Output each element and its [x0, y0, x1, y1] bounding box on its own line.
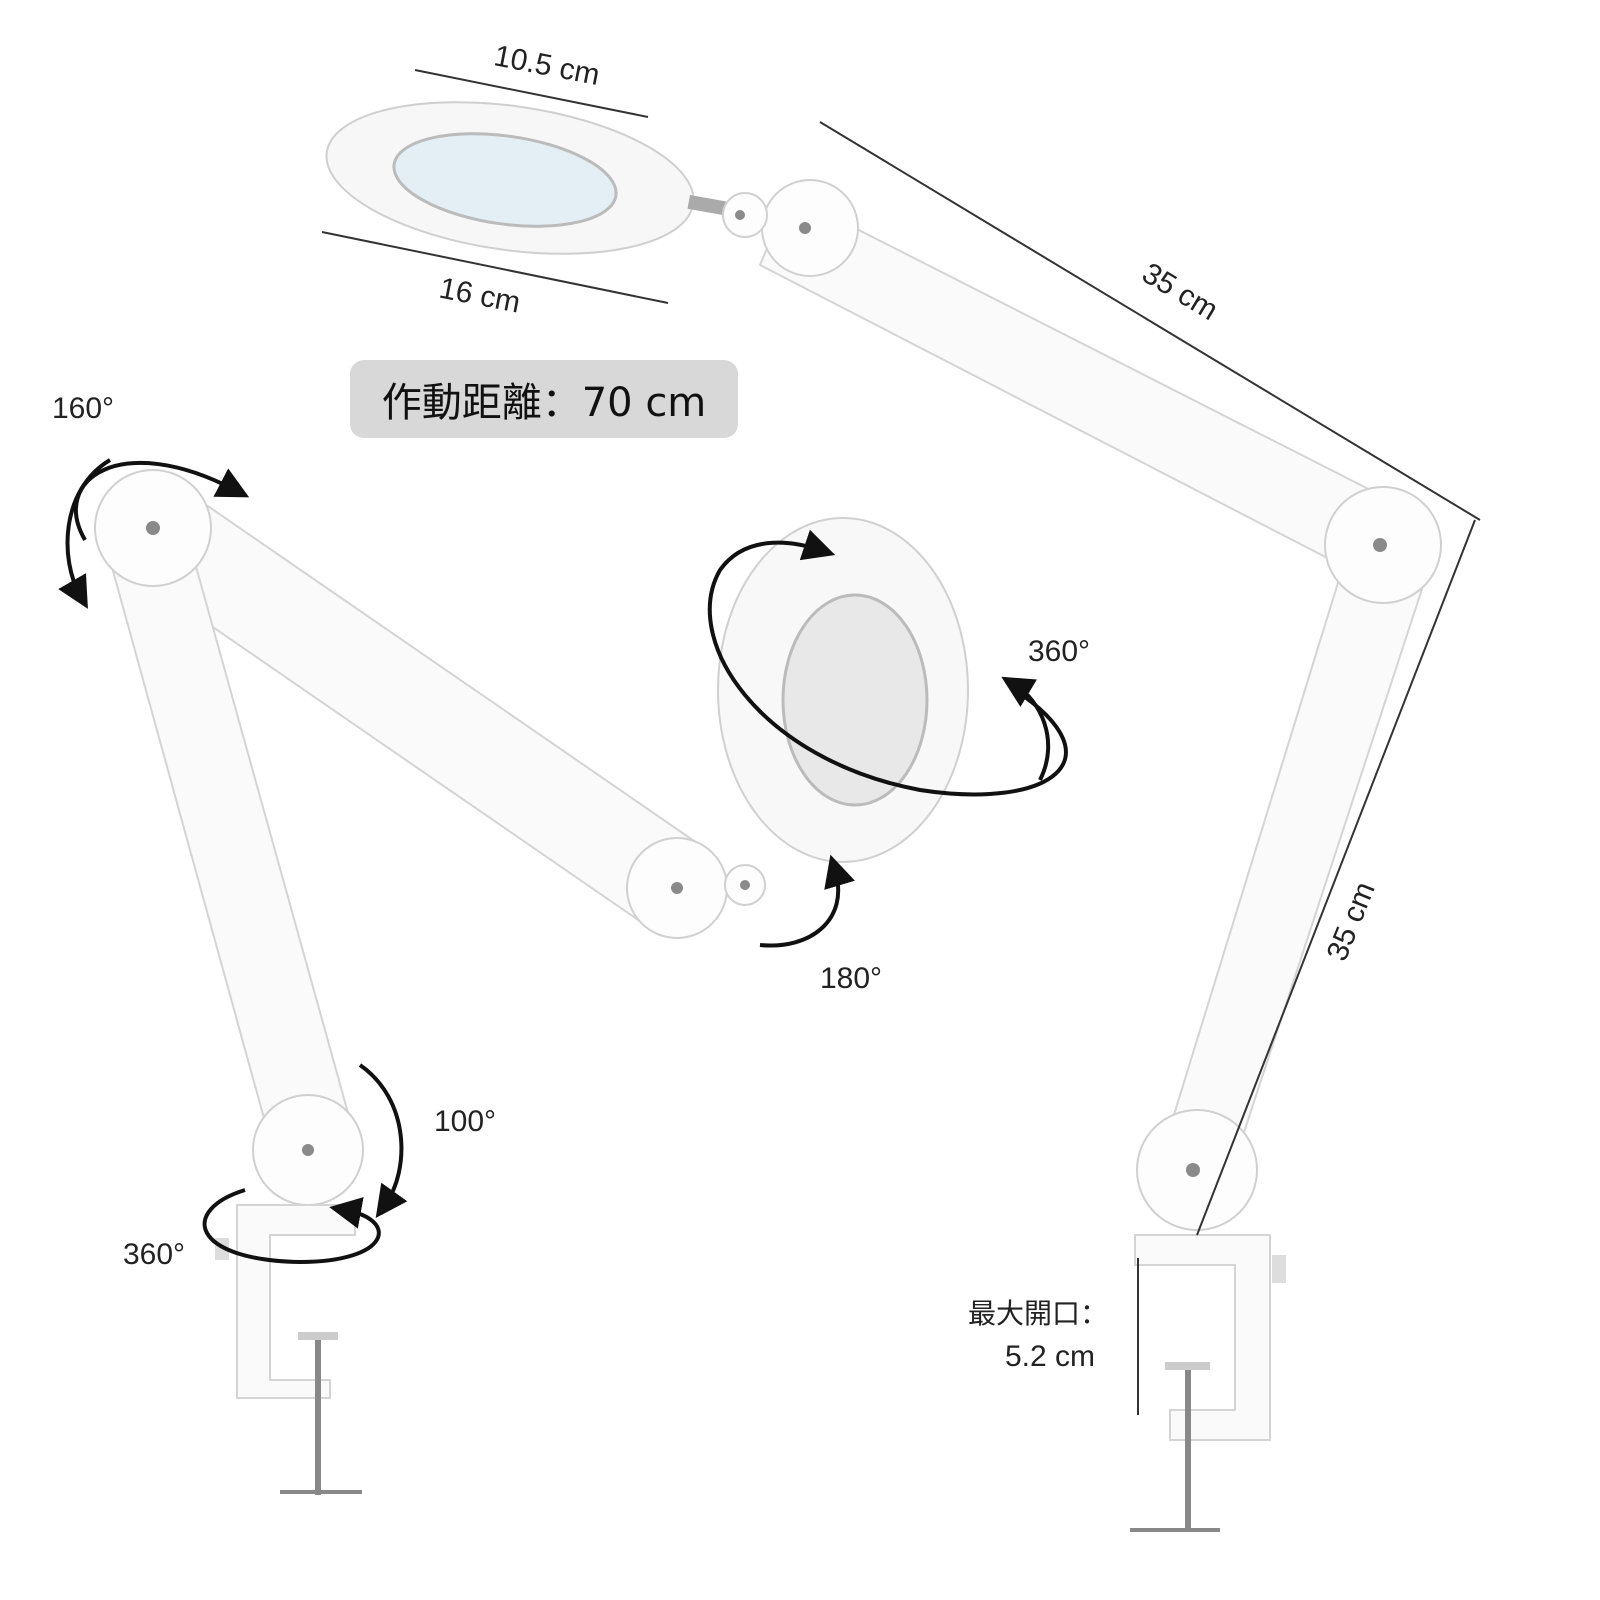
label-360-head: 360°	[1028, 635, 1091, 668]
dimension-line-lower-arm	[1196, 519, 1476, 1236]
arrow-360-head-icon	[707, 529, 1068, 797]
arrow-160b-icon	[58, 458, 112, 609]
label-180: 180°	[820, 962, 883, 995]
label-100: 100°	[434, 1105, 497, 1138]
label-160: 160°	[52, 392, 115, 425]
arrow-360-head-b-icon	[1001, 676, 1051, 781]
label-clamp-max: 最大開口：	[968, 1297, 1109, 1330]
label-clamp-value: 5.2 cm	[1005, 1340, 1096, 1373]
label-lower-arm: 35 cm	[1321, 877, 1382, 965]
left-arm	[94, 469, 766, 1495]
label-upper-arm: 35 cm	[1136, 257, 1223, 327]
magnifier-head-side	[717, 517, 969, 863]
arrow-100-icon	[358, 1063, 408, 1219]
arrow-160-icon	[73, 461, 250, 542]
label-head-inner: 10.5 cm	[491, 39, 602, 92]
label-head-outer: 16 cm	[437, 272, 523, 320]
label-360-base: 360°	[123, 1238, 186, 1271]
dimension-line-10-5	[414, 69, 649, 118]
right-arm	[722, 179, 1442, 1532]
arrow-180-icon	[759, 854, 855, 948]
dimension-line-16	[321, 231, 669, 304]
dimension-line-upper-arm	[819, 121, 1481, 521]
arrow-360-base-icon	[202, 1188, 381, 1265]
magnifier-head-top	[325, 101, 730, 255]
working-distance-badge: 作動距離：70 cm	[350, 360, 738, 438]
